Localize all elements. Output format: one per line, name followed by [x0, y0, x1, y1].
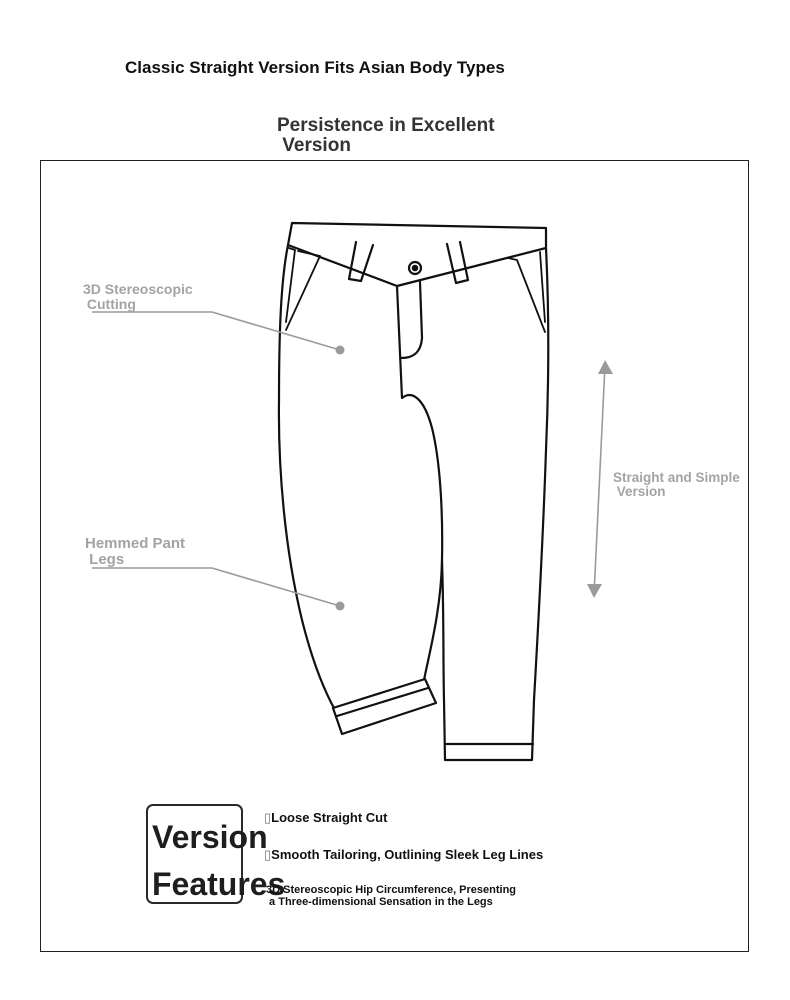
leader-dot-hem: [335, 601, 345, 611]
pocket-left: [285, 247, 321, 331]
page-headline: Classic Straight Version Fits Asian Body…: [125, 58, 505, 77]
fly-seam: [399, 280, 424, 360]
leader-dot-cutting: [335, 345, 345, 355]
feature-item: ▯Smooth Tailoring, Outlining Sleek Leg L…: [264, 847, 543, 863]
callout-3d-cutting: 3D Stereoscopic Cutting: [83, 281, 193, 312]
left-leg-inner: [395, 284, 444, 682]
version-features-title: Version Features: [152, 819, 286, 902]
version-features-badge: [146, 804, 243, 904]
right-leg-outline: [440, 246, 550, 762]
arrow-up-icon: [598, 360, 613, 374]
feature-item: ▯Loose Straight Cut: [264, 810, 387, 826]
arrow-down-icon: [587, 584, 602, 598]
callout-hemmed-legs: Hemmed Pant Legs: [85, 535, 186, 568]
feature-item: 3D Stereoscopic Hip Circumference, Prese…: [266, 884, 516, 908]
waist-button-icon: [407, 260, 423, 276]
illustration-frame: [40, 160, 749, 952]
leader-line-cutting: [92, 311, 341, 351]
feature-text: 3D Stereoscopic Hip Circumference, Prese…: [266, 884, 517, 908]
left-cuff: [331, 677, 438, 736]
waistband-outline: [286, 221, 548, 288]
belt-loop-left: [347, 240, 375, 283]
leader-line-hem: [92, 567, 341, 607]
section-title: Persistence in Excellent Version: [277, 115, 495, 156]
callout-straight-version: Straight and Simple Version: [613, 470, 740, 499]
bullet-icon: ▯: [264, 810, 272, 825]
left-leg-outline: [277, 243, 337, 712]
feature-text: Smooth Tailoring, Outlining Sleek Leg Li…: [271, 847, 544, 862]
height-arrow-line: [593, 364, 606, 596]
bullet-icon: ▯: [264, 847, 272, 862]
feature-text: Loose Straight Cut: [271, 810, 388, 825]
pocket-right: [507, 251, 546, 333]
belt-loop-right: [445, 240, 470, 285]
